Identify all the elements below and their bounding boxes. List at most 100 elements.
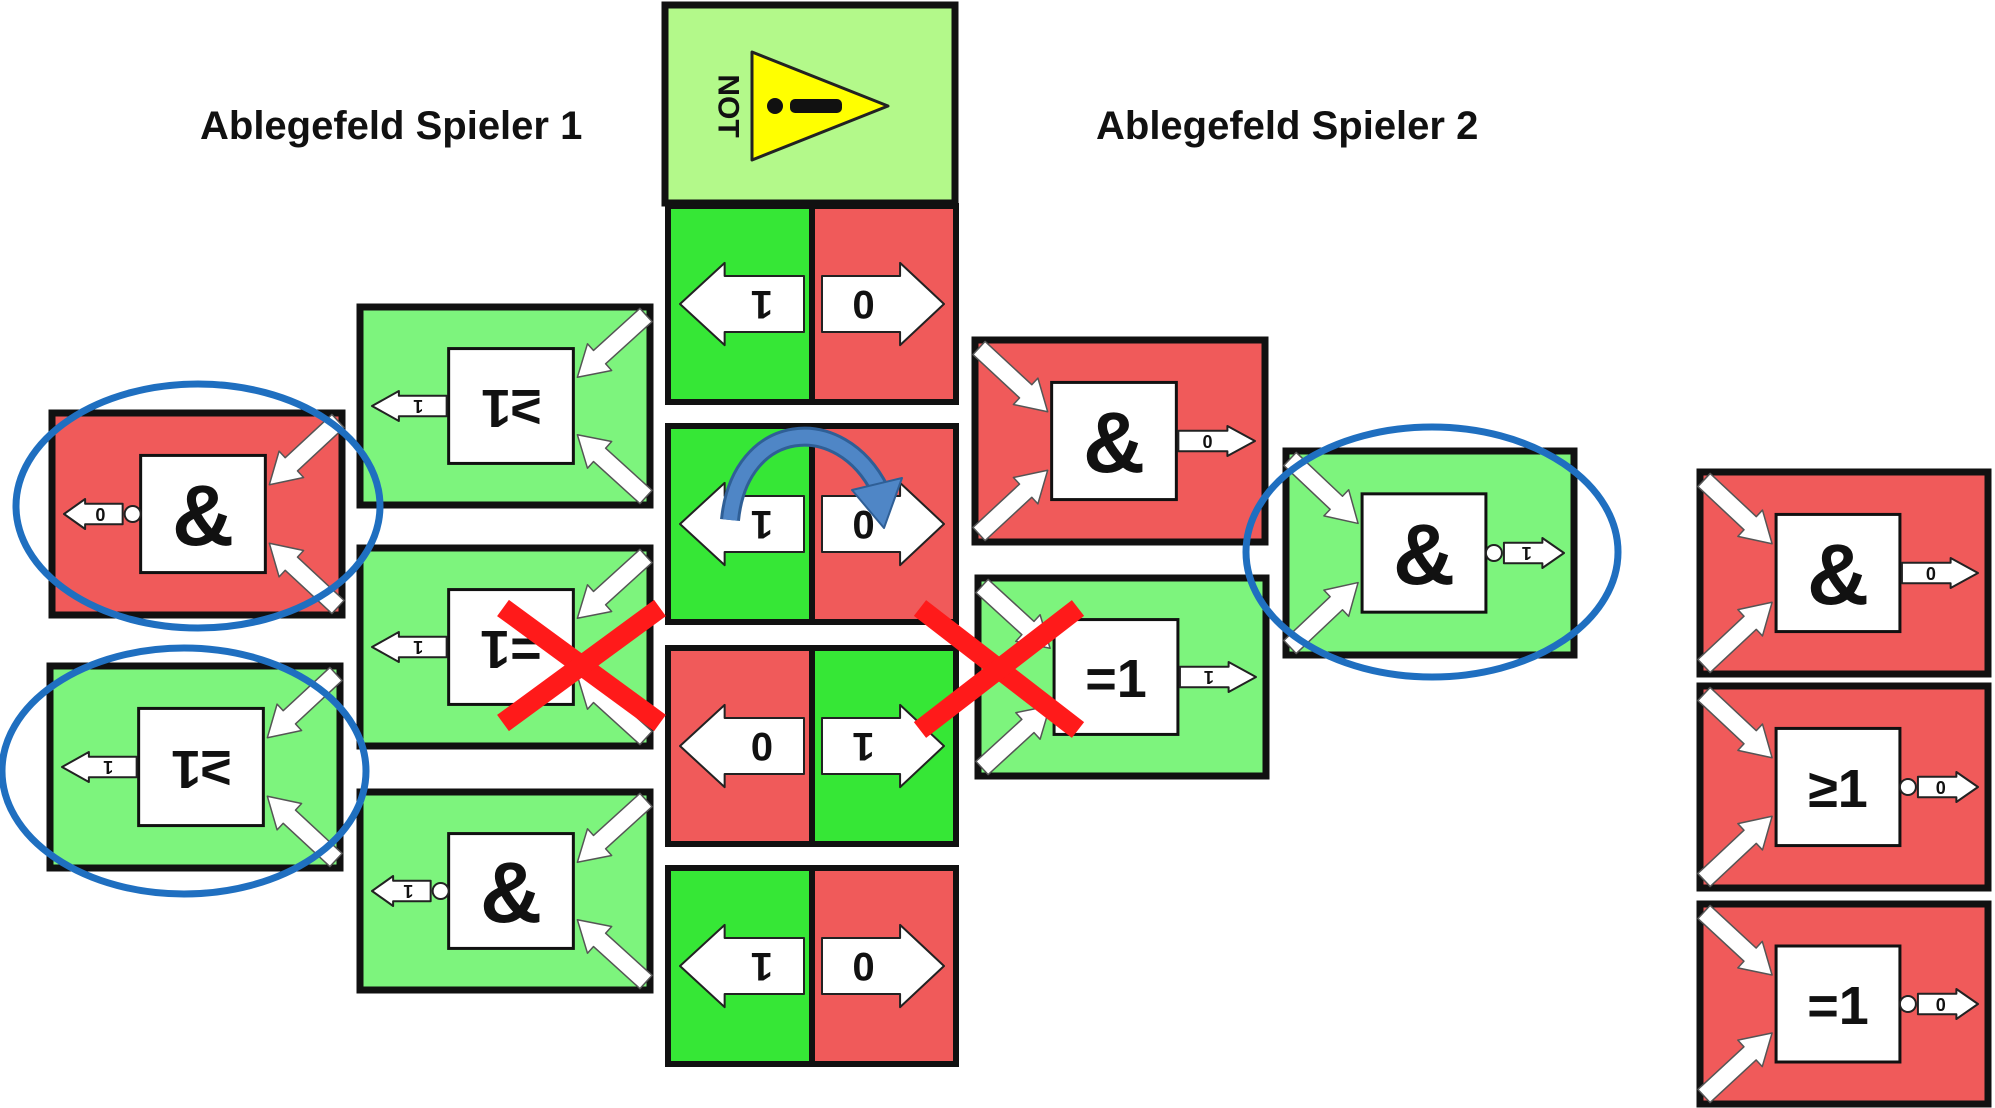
cross-stroke: [913, 600, 1085, 738]
left-arrow-icon: [679, 481, 805, 567]
left-value: 1: [751, 282, 773, 326]
hand-card-3[interactable]: =1 0: [1696, 900, 1992, 1108]
gate-symbol: =1: [1807, 976, 1869, 1036]
input-arrow-icon: [1697, 815, 1773, 888]
gate-symbol: =1: [1085, 649, 1147, 709]
input-arrow-icon: [975, 704, 1051, 776]
left-value: 1: [751, 502, 773, 546]
right-value: 1: [852, 724, 874, 768]
player1-card-4[interactable]: &0: [48, 409, 346, 619]
right-arrow-icon: [821, 923, 945, 1009]
output-value: 1: [103, 757, 113, 777]
right-arrow-icon: [821, 261, 945, 347]
output-arrow-icon: [371, 390, 448, 422]
right-value: 0: [852, 502, 874, 546]
output-arrow-icon: [1502, 537, 1565, 569]
output-value: 0: [1926, 563, 1936, 583]
gate-symbol-box: [1360, 492, 1488, 614]
input-arrow-icon: [268, 413, 345, 486]
player1-card-3[interactable]: &1: [356, 788, 654, 994]
gate-symbol: &: [1393, 507, 1455, 603]
output-arrow-icon: [1916, 771, 1979, 803]
invalid-cross-icon: [497, 599, 666, 732]
invalid-cross-icon: [913, 600, 1085, 738]
hand-card-1[interactable]: &0: [1696, 468, 1992, 678]
player2-card-1[interactable]: &0: [971, 336, 1269, 546]
input-arrow-icon: [1697, 904, 1773, 976]
left-value: 0: [751, 724, 773, 768]
not-label: NOT: [712, 74, 745, 137]
warning-dot: [767, 98, 783, 114]
move-arrow-head: [851, 477, 903, 529]
input-arrow-icon: [266, 666, 343, 739]
cross-stroke: [497, 599, 666, 732]
gate-symbol-box: [1774, 512, 1902, 634]
output-arrow-icon: [371, 631, 448, 663]
output-arrow-icon: [1177, 425, 1256, 457]
output-arrow-icon: [1900, 557, 1979, 589]
selection-circle-icon: [12, 380, 384, 632]
output-value: 0: [95, 504, 105, 524]
output-arrow-icon: [61, 751, 138, 783]
output-arrow-icon: [1178, 661, 1257, 693]
output-arrow-icon: [371, 875, 432, 907]
player1-card-1[interactable]: ≥1 1: [356, 303, 654, 509]
input-arrow-icon: [576, 307, 653, 379]
output-arrow-icon: [63, 498, 124, 530]
gate-symbol-box: [447, 347, 575, 465]
output-value: 1: [413, 396, 423, 416]
negation-bubble-icon: [1898, 778, 1917, 796]
negation-bubble-icon: [123, 505, 142, 523]
right-value: 0: [852, 944, 874, 988]
player2-field-label: Ablegefeld Spieler 2: [1096, 104, 1479, 148]
gate-symbol: &: [1083, 395, 1145, 491]
player1-card-5[interactable]: ≥1 1: [46, 662, 344, 872]
warning-bar: [790, 99, 842, 113]
input-arrow-icon: [1697, 1032, 1773, 1104]
move-arrow-icon: [720, 426, 903, 529]
output-arrow-icon: [1916, 988, 1979, 1020]
input-arrow-icon: [1697, 686, 1773, 759]
output-value: 0: [1936, 994, 1946, 1014]
output-value: 1: [403, 881, 413, 901]
left-value: 1: [751, 944, 773, 988]
gate-symbol-box: [1774, 726, 1902, 848]
input-arrow-icon: [576, 433, 653, 505]
input-arrow-icon: [576, 918, 653, 990]
hand-card-2[interactable]: ≥1 0: [1696, 682, 1992, 892]
gate-symbol: &: [172, 468, 234, 564]
input-arrow-icon: [972, 469, 1049, 542]
player2-card-3[interactable]: &1: [1282, 447, 1578, 659]
gate-symbol: &: [480, 845, 542, 941]
output-value: 1: [1522, 543, 1532, 563]
selection-circle-icon: [1242, 423, 1622, 681]
gate-symbol: ≥1: [171, 739, 231, 799]
input-arrow-icon: [1697, 472, 1773, 545]
gate-symbol-box: [1050, 380, 1178, 502]
right-arrow-icon: [821, 703, 945, 789]
gate-symbol: ≥1: [1808, 759, 1868, 819]
left-arrow-icon: [679, 261, 805, 347]
gate-symbol: &: [1807, 527, 1869, 623]
input-arrow-icon: [1697, 601, 1773, 674]
gate-symbol-box: [137, 706, 265, 828]
player1-field-label: Ablegefeld Spieler 1: [200, 104, 583, 148]
not-card[interactable]: NOT: [661, 1, 959, 207]
gate-symbol: ≥1: [481, 378, 541, 438]
gate-symbol-box: [139, 453, 267, 575]
input-arrow-icon: [576, 548, 653, 620]
left-arrow-icon: [679, 923, 805, 1009]
output-value: 0: [1936, 777, 1946, 797]
negation-bubble-icon: [1898, 995, 1917, 1013]
left-arrow-icon: [679, 703, 805, 789]
negation-bubble-icon: [431, 882, 450, 900]
negation-bubble-icon: [1484, 544, 1503, 562]
move-arrow-shaft-inner: [723, 429, 887, 521]
selection-circle-icon: [0, 644, 370, 898]
